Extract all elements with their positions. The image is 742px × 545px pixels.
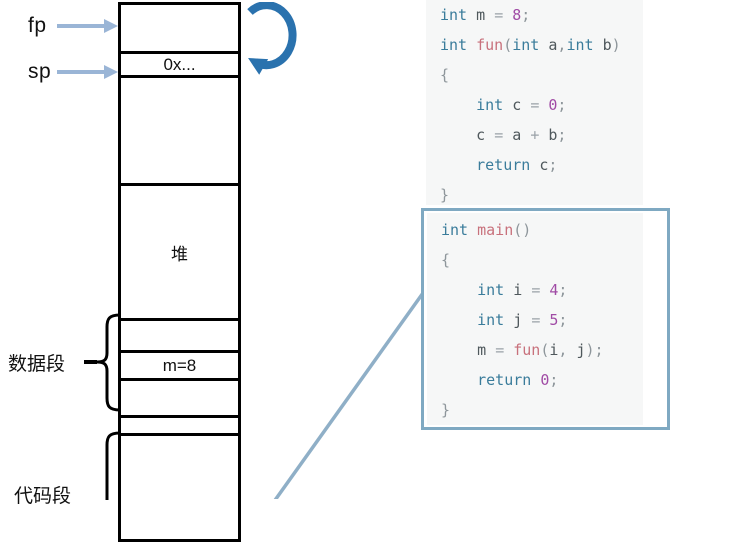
code-line: int j = 5;: [477, 311, 568, 329]
memory-cell: [121, 415, 238, 433]
code-line: int c = 0;: [476, 96, 567, 114]
code-line: int fun(int a,int b): [440, 36, 621, 54]
memory-cell-label: 0x...: [163, 54, 196, 74]
code-line: int m = 8;: [440, 6, 531, 24]
code-line: c = a + b;: [476, 126, 567, 144]
loop-arrow-icon: [247, 2, 297, 75]
sp-label: sp: [28, 60, 52, 83]
memory-cell: [121, 433, 238, 545]
memory-cell-labeled: m=8: [121, 350, 238, 378]
main-code-block: int main() { int i = 4; int j = 5; m = fu…: [427, 213, 643, 425]
code-line: m = fun(i, j);: [477, 341, 604, 359]
sp-arrow-icon: [57, 65, 118, 79]
memory-layout-diagram: { "diagram": { "fp_label": "fp", "sp_lab…: [8, 0, 670, 542]
memory-cell-labeled: 堆: [121, 183, 238, 318]
main-code-box: int main() { int i = 4; int j = 5; m = fu…: [421, 208, 670, 430]
fun-code-block: int m = 8; int fun(int a,int b) { int c = …: [426, 0, 643, 205]
fp-label: fp: [28, 14, 47, 37]
code-segment-label: 代码段: [14, 486, 72, 507]
code-line: }: [440, 186, 450, 204]
data-segment-label: 数据段: [8, 354, 66, 375]
code-segment-brace: [105, 431, 121, 500]
memory-cell-label: m=8: [162, 355, 197, 375]
fp-arrow-icon: [57, 19, 118, 33]
code-line: {: [440, 66, 450, 84]
memory-column: 0x... 堆 m=8: [118, 2, 241, 542]
code-line: int i = 4;: [477, 281, 568, 299]
memory-cell-label: 堆: [171, 244, 188, 264]
memory-cell: [121, 75, 238, 183]
code-segment-connector-line: [273, 291, 425, 499]
code-line: return c;: [476, 156, 558, 174]
code-line: return 0;: [477, 371, 559, 389]
code-line: }: [441, 401, 451, 419]
memory-cell: [121, 5, 238, 51]
memory-cell-labeled: 0x...: [121, 51, 238, 75]
memory-cell: [121, 318, 238, 350]
code-line: {: [441, 251, 451, 269]
code-line: int main(): [441, 221, 532, 239]
memory-cell: [121, 378, 238, 415]
data-segment-brace: [84, 313, 121, 500]
